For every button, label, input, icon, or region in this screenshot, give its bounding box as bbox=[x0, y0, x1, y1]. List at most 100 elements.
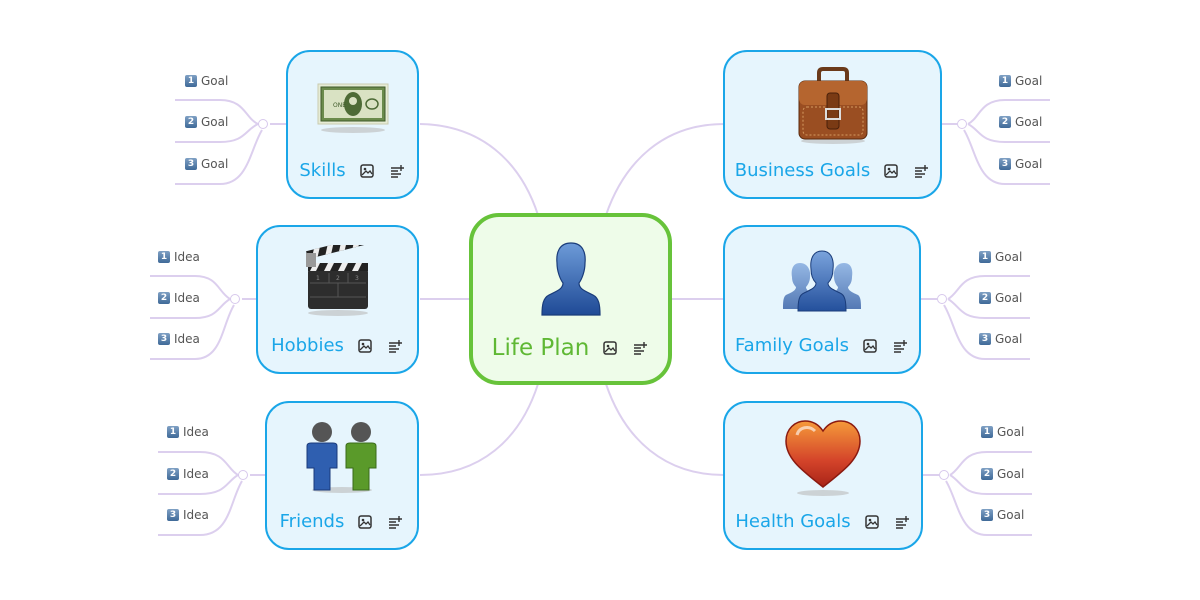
priority-2-icon: 2 bbox=[999, 116, 1011, 128]
topic-title[interactable]: Skills bbox=[299, 160, 346, 181]
heart-icon bbox=[725, 417, 921, 497]
topic-health-goals[interactable]: Health Goals bbox=[723, 401, 923, 550]
subtopic[interactable]: 2 Idea bbox=[167, 467, 209, 481]
priority-3-icon: 3 bbox=[999, 158, 1011, 170]
subtopic[interactable]: 3 Goal bbox=[999, 157, 1042, 171]
subtopic[interactable]: 2 Goal bbox=[979, 291, 1022, 305]
svg-text:3: 3 bbox=[355, 275, 359, 282]
topic-skills[interactable]: ONE Skills bbox=[286, 50, 419, 199]
person-silhouette-icon bbox=[473, 239, 668, 319]
collapse-toggle-hobbies[interactable] bbox=[230, 294, 240, 304]
subtopic-label: Goal bbox=[201, 74, 229, 88]
subtopic[interactable]: 2 Idea bbox=[158, 291, 200, 305]
topic-title[interactable]: Business Goals bbox=[734, 160, 871, 181]
topic-hobbies[interactable]: 1 2 3 Hobbies bbox=[256, 225, 419, 374]
subtopic-label: Idea bbox=[183, 508, 209, 522]
subtopic[interactable]: 3 Goal bbox=[185, 157, 228, 171]
priority-2-icon: 2 bbox=[981, 468, 993, 480]
priority-2-icon: 2 bbox=[979, 292, 991, 304]
subtopic[interactable]: 3 Goal bbox=[979, 332, 1022, 346]
priority-1-icon: 1 bbox=[979, 251, 991, 263]
topic-friends[interactable]: Friends bbox=[265, 401, 419, 550]
collapse-toggle-health[interactable] bbox=[939, 470, 949, 480]
add-notes-icon[interactable] bbox=[893, 513, 911, 531]
subtopic[interactable]: 2 Goal bbox=[981, 467, 1024, 481]
subtopic-label: Goal bbox=[1015, 157, 1043, 171]
subtopic[interactable]: 3 Goal bbox=[981, 508, 1024, 522]
subtopic[interactable]: 3 Idea bbox=[167, 508, 209, 522]
topic-title[interactable]: Friends bbox=[279, 511, 345, 532]
image-icon[interactable] bbox=[861, 337, 879, 355]
root-title[interactable]: Life Plan bbox=[491, 335, 590, 361]
image-icon[interactable] bbox=[356, 337, 374, 355]
topic-title[interactable]: Family Goals bbox=[734, 335, 849, 356]
image-icon[interactable] bbox=[358, 162, 376, 180]
topic-title[interactable]: Hobbies bbox=[271, 335, 344, 356]
group-silhouette-icon bbox=[725, 241, 919, 321]
subtopic[interactable]: 1 Goal bbox=[999, 74, 1042, 88]
clapperboard-icon: 1 2 3 bbox=[258, 241, 417, 321]
subtopic-label: Goal bbox=[997, 467, 1025, 481]
image-icon[interactable] bbox=[356, 513, 374, 531]
subtopic[interactable]: 2 Goal bbox=[999, 115, 1042, 129]
dollar-bill-icon: ONE bbox=[288, 66, 417, 146]
subtopic[interactable]: 1 Idea bbox=[167, 425, 209, 439]
collapse-toggle-business[interactable] bbox=[957, 119, 967, 129]
subtopic[interactable]: 1 Goal bbox=[981, 425, 1024, 439]
priority-3-icon: 3 bbox=[981, 509, 993, 521]
add-notes-icon[interactable] bbox=[891, 337, 909, 355]
subtopic-label: Goal bbox=[1015, 74, 1043, 88]
collapse-toggle-friends[interactable] bbox=[238, 470, 248, 480]
subtopic-label: Goal bbox=[201, 157, 229, 171]
topic-business-goals[interactable]: Business Goals bbox=[723, 50, 942, 199]
subtopic[interactable]: 1 Goal bbox=[979, 250, 1022, 264]
svg-text:ONE: ONE bbox=[333, 102, 346, 109]
priority-3-icon: 3 bbox=[167, 509, 179, 521]
image-icon[interactable] bbox=[882, 162, 900, 180]
subtopic-label: Goal bbox=[995, 332, 1023, 346]
add-notes-icon[interactable] bbox=[386, 513, 404, 531]
priority-1-icon: 1 bbox=[167, 426, 179, 438]
subtopic-label: Goal bbox=[997, 425, 1025, 439]
subtopic-label: Goal bbox=[201, 115, 229, 129]
priority-2-icon: 2 bbox=[167, 468, 179, 480]
subtopic-label: Goal bbox=[1015, 115, 1043, 129]
subtopic-label: Idea bbox=[183, 467, 209, 481]
subtopic-label: Idea bbox=[174, 250, 200, 264]
subtopic[interactable]: 1 Idea bbox=[158, 250, 200, 264]
topic-family-goals[interactable]: Family Goals bbox=[723, 225, 921, 374]
add-notes-icon[interactable] bbox=[388, 162, 406, 180]
priority-2-icon: 2 bbox=[185, 116, 197, 128]
priority-3-icon: 3 bbox=[979, 333, 991, 345]
priority-1-icon: 1 bbox=[158, 251, 170, 263]
image-icon[interactable] bbox=[863, 513, 881, 531]
root-node[interactable]: Life Plan bbox=[469, 213, 672, 385]
add-notes-icon[interactable] bbox=[386, 337, 404, 355]
subtopic-label: Idea bbox=[174, 332, 200, 346]
add-notes-icon[interactable] bbox=[912, 162, 930, 180]
subtopic-label: Goal bbox=[995, 291, 1023, 305]
priority-2-icon: 2 bbox=[158, 292, 170, 304]
two-people-icon bbox=[267, 417, 417, 497]
add-notes-icon[interactable] bbox=[631, 339, 649, 357]
subtopic-label: Goal bbox=[995, 250, 1023, 264]
subtopic[interactable]: 2 Goal bbox=[185, 115, 228, 129]
briefcase-icon bbox=[725, 66, 940, 146]
svg-text:1: 1 bbox=[316, 275, 320, 282]
subtopic[interactable]: 1 Goal bbox=[185, 74, 228, 88]
svg-text:2: 2 bbox=[336, 275, 340, 282]
priority-1-icon: 1 bbox=[185, 75, 197, 87]
collapse-toggle-family[interactable] bbox=[937, 294, 947, 304]
collapse-toggle-skills[interactable] bbox=[258, 119, 268, 129]
priority-1-icon: 1 bbox=[999, 75, 1011, 87]
priority-1-icon: 1 bbox=[981, 426, 993, 438]
subtopic-label: Idea bbox=[174, 291, 200, 305]
subtopic-label: Idea bbox=[183, 425, 209, 439]
image-icon[interactable] bbox=[601, 339, 619, 357]
priority-3-icon: 3 bbox=[185, 158, 197, 170]
subtopic-label: Goal bbox=[997, 508, 1025, 522]
topic-title[interactable]: Health Goals bbox=[735, 511, 851, 532]
